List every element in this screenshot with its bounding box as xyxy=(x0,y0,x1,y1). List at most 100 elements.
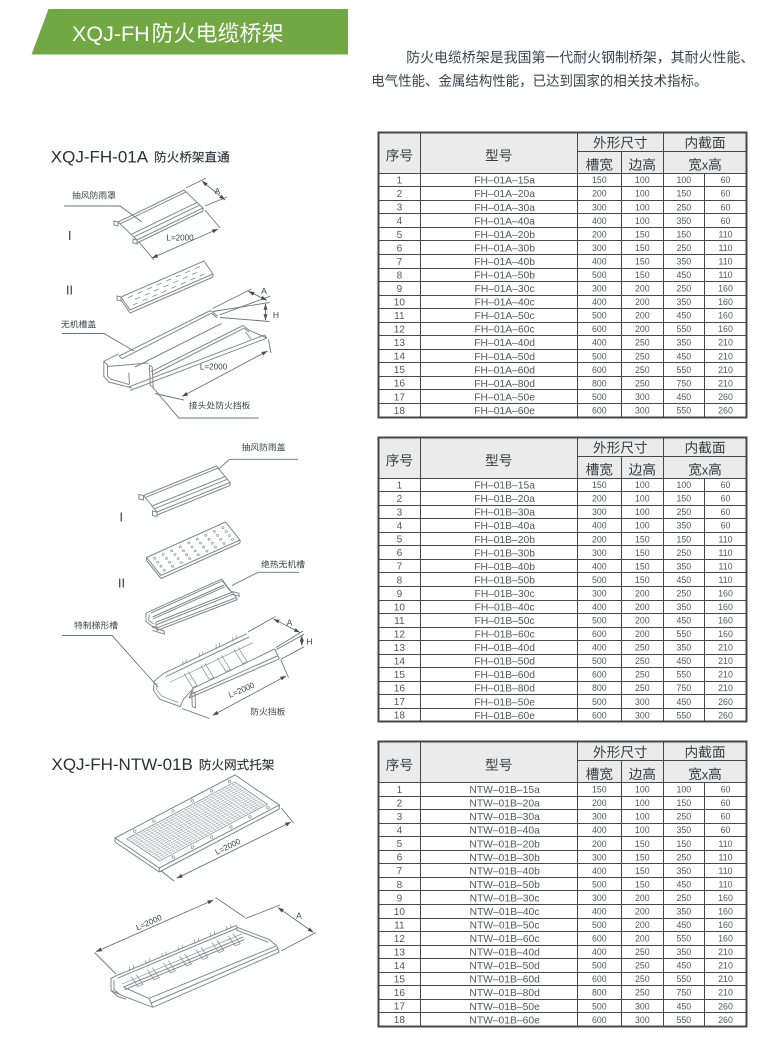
svg-text:FH–01A–50b: FH–01A–50b xyxy=(474,271,535,282)
svg-text:450: 450 xyxy=(676,311,691,321)
svg-text:600: 600 xyxy=(592,405,607,415)
svg-text:400: 400 xyxy=(592,338,607,348)
svg-text:500: 500 xyxy=(592,656,607,666)
svg-text:FH–01A–40c: FH–01A–40c xyxy=(475,298,535,309)
svg-text:150: 150 xyxy=(676,839,691,849)
svg-text:A: A xyxy=(261,286,267,296)
svg-text:600: 600 xyxy=(592,629,607,639)
svg-text:10: 10 xyxy=(394,602,406,613)
svg-text:200: 200 xyxy=(635,616,650,626)
svg-text:NTW–01B–30b: NTW–01B–30b xyxy=(469,853,540,864)
svg-text:300: 300 xyxy=(635,405,650,415)
svg-text:60: 60 xyxy=(721,175,731,185)
svg-text:600: 600 xyxy=(592,670,607,680)
svg-text:17: 17 xyxy=(394,1002,406,1013)
svg-text:550: 550 xyxy=(676,629,691,639)
svg-text:L=2000: L=2000 xyxy=(200,363,228,372)
svg-text:FH–01A–50d: FH–01A–50d xyxy=(474,352,535,363)
svg-text:150: 150 xyxy=(635,866,650,876)
svg-text:FH–01B–30c: FH–01B–30c xyxy=(475,589,535,600)
svg-text:160: 160 xyxy=(718,616,733,626)
svg-text:FH–01A–20a: FH–01A–20a xyxy=(474,189,535,200)
svg-text:260: 260 xyxy=(718,1015,733,1025)
svg-text:400: 400 xyxy=(592,216,607,226)
svg-text:7: 7 xyxy=(397,866,403,877)
svg-text:60: 60 xyxy=(721,785,731,795)
svg-text:200: 200 xyxy=(592,229,607,239)
svg-text:NTW–01B–50c: NTW–01B–50c xyxy=(470,921,540,932)
svg-text:XQJ-FH: XQJ-FH xyxy=(72,22,150,46)
svg-text:110: 110 xyxy=(718,229,732,239)
svg-text:400: 400 xyxy=(592,866,607,876)
svg-text:250: 250 xyxy=(676,548,691,558)
svg-text:13: 13 xyxy=(394,948,406,959)
svg-text:60: 60 xyxy=(721,521,731,531)
svg-text:400: 400 xyxy=(592,521,607,531)
svg-text:1: 1 xyxy=(397,176,403,187)
svg-text:6: 6 xyxy=(397,548,403,559)
svg-text:100: 100 xyxy=(635,175,650,185)
svg-text:FH–01B–50c: FH–01B–50c xyxy=(475,616,535,627)
svg-text:160: 160 xyxy=(718,324,733,334)
svg-text:4: 4 xyxy=(397,826,403,837)
svg-text:XQJ-FH-NTW-01B: XQJ-FH-NTW-01B xyxy=(52,755,193,774)
svg-text:12: 12 xyxy=(394,325,406,336)
svg-text:10: 10 xyxy=(394,298,406,309)
svg-text:450: 450 xyxy=(676,351,691,361)
svg-text:200: 200 xyxy=(635,907,650,917)
svg-text:250: 250 xyxy=(635,947,650,957)
svg-text:A: A xyxy=(215,186,221,196)
svg-text:450: 450 xyxy=(676,879,691,889)
svg-text:550: 550 xyxy=(676,710,691,720)
svg-text:550: 550 xyxy=(676,670,691,680)
svg-text:500: 500 xyxy=(592,879,607,889)
svg-text:500: 500 xyxy=(592,697,607,707)
svg-text:15: 15 xyxy=(394,365,406,376)
svg-text:350: 350 xyxy=(676,643,691,653)
svg-text:250: 250 xyxy=(676,893,691,903)
svg-text:13: 13 xyxy=(394,338,406,349)
svg-text:300: 300 xyxy=(635,392,650,402)
svg-text:FH–01A–30a: FH–01A–30a xyxy=(474,203,535,214)
svg-text:4: 4 xyxy=(397,216,403,227)
svg-text:110: 110 xyxy=(718,839,732,849)
svg-text:110: 110 xyxy=(718,256,732,266)
svg-text:260: 260 xyxy=(718,405,733,415)
svg-text:400: 400 xyxy=(592,602,607,612)
svg-text:150: 150 xyxy=(635,575,650,585)
svg-text:FH–01B–20a: FH–01B–20a xyxy=(474,494,535,505)
svg-text:L=2000: L=2000 xyxy=(214,836,243,856)
svg-text:350: 350 xyxy=(676,561,691,571)
svg-text:FH–01B–40d: FH–01B–40d xyxy=(474,643,535,654)
svg-text:A: A xyxy=(287,617,293,627)
svg-text:800: 800 xyxy=(592,683,607,693)
svg-text:9: 9 xyxy=(397,284,403,295)
svg-text:400: 400 xyxy=(592,825,607,835)
svg-text:FH–01A–40b: FH–01A–40b xyxy=(474,257,535,268)
svg-text:200: 200 xyxy=(592,189,607,199)
svg-text:NTW–01B–40a: NTW–01B–40a xyxy=(469,826,540,837)
svg-text:300: 300 xyxy=(635,1001,650,1011)
svg-text:250: 250 xyxy=(635,365,650,375)
svg-text:450: 450 xyxy=(676,575,691,585)
svg-text:300: 300 xyxy=(635,697,650,707)
svg-text:100: 100 xyxy=(635,480,650,490)
svg-text:L=2000: L=2000 xyxy=(227,680,256,699)
svg-text:250: 250 xyxy=(635,961,650,971)
svg-text:750: 750 xyxy=(676,683,691,693)
svg-text:150: 150 xyxy=(635,879,650,889)
svg-text:1: 1 xyxy=(397,481,403,492)
svg-text:160: 160 xyxy=(718,588,733,598)
svg-text:350: 350 xyxy=(676,907,691,917)
svg-text:600: 600 xyxy=(592,324,607,334)
svg-text:II: II xyxy=(118,577,125,591)
svg-text:150: 150 xyxy=(592,175,607,185)
svg-text:600: 600 xyxy=(592,365,607,375)
svg-text:300: 300 xyxy=(635,1015,650,1025)
svg-text:150: 150 xyxy=(635,256,650,266)
svg-text:16: 16 xyxy=(394,379,406,390)
svg-text:300: 300 xyxy=(592,202,607,212)
svg-text:NTW–01B–30a: NTW–01B–30a xyxy=(469,812,540,823)
svg-text:I: I xyxy=(68,229,71,243)
svg-text:NTW–01B–60e: NTW–01B–60e xyxy=(469,1015,540,1026)
